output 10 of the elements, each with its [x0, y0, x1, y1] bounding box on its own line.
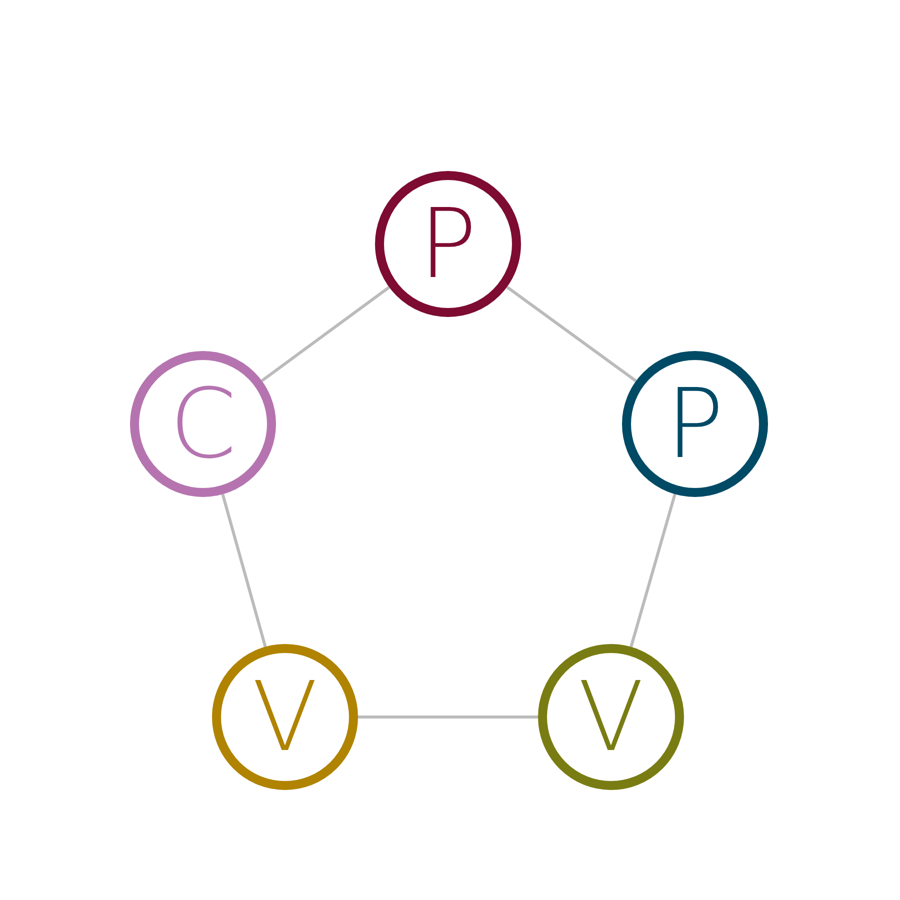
node-letter: V	[578, 669, 644, 765]
connector-line	[506, 286, 637, 382]
node-letter: P	[666, 376, 724, 472]
node-letter: P	[419, 196, 477, 292]
node-letter: C	[169, 376, 237, 472]
node-letter: V	[252, 669, 318, 765]
connector-line	[630, 494, 676, 648]
connector-line	[260, 286, 390, 382]
connector-line	[221, 494, 267, 648]
connector-line	[358, 716, 538, 718]
